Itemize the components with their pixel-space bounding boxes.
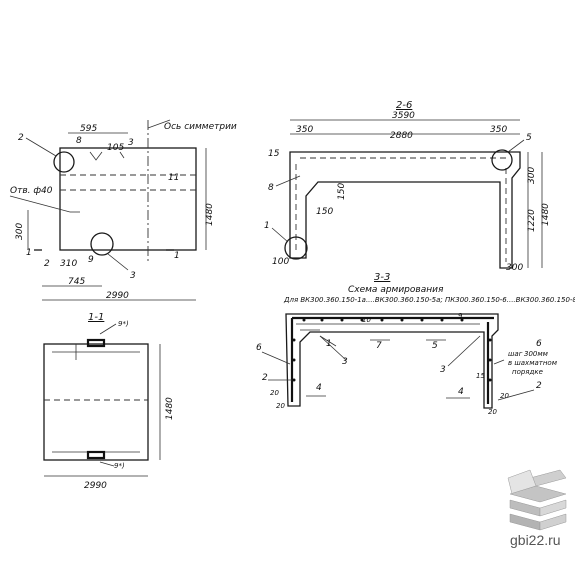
rebar-20c: 20 [276,402,285,410]
section-3-3-rebar: 3-3 Схема армирования Для ВК300.360.150-… [256,272,575,416]
dim-1220: 1220 [527,209,537,232]
dim-2b: 2 [44,259,50,269]
section-mark-1a: 1 [26,248,32,258]
dim-9sup-a: 9*) [118,320,129,328]
callout-5: 5 [526,133,532,143]
rebar-7: 7 [376,341,382,351]
site-brand[interactable]: gbi22.ru [510,532,561,548]
callout-8: 8 [268,183,274,193]
dim-1480a: 1480 [205,203,215,226]
dim-3590: 3590 [392,111,415,121]
rebar-15: 15 [476,372,485,380]
axis-symmetry-label: Ось симметрии [164,122,237,132]
detail-circle-1 [284,236,308,260]
scheme-title: Схема армирования [348,285,444,295]
dim-350b: 350 [490,125,507,135]
dim-300: 300 [15,223,25,240]
dim-9: 9 [88,255,94,265]
detail-circle-5 [491,149,513,171]
dim-350a: 350 [296,125,313,135]
dim-2880: 2880 [390,131,413,141]
dim-1480c: 1480 [165,397,175,420]
rebar-20a: 20 [270,389,279,397]
elevation-2-6: 2-6 3590 350 2880 350 5 15 8 150 150 1 1… [264,100,551,273]
dim-3a: 3 [128,138,134,148]
dim-300b: 300 [527,167,537,184]
rebar-10: 10 [362,316,371,324]
dim-150a: 150 [337,183,347,200]
scheme-subtitle: Для ВК300.360.150-1а....ВК300.360.150-5а… [283,296,575,304]
rebar-2b: 2 [536,381,542,391]
dim-300c: 300 [506,263,523,273]
plan-view: Ось симметрии 595 8 105 3 2 Отв. ф40 148… [9,119,237,301]
rebar-5: 5 [432,341,438,351]
dim-2990a: 2990 [106,291,129,301]
dim-9sup-b: 9*) [114,462,125,470]
hole-label: Отв. ф40 [10,186,53,196]
rebar-6: 6 [256,343,262,353]
section-1-1: 1-1 9*) 9*) 1480 2990 [43,312,175,491]
detail-circle-2 [53,151,75,173]
rebar-3a: 3 [342,357,348,367]
rebar-note-3: в шахматном [508,359,558,367]
detail-circle-3 [90,232,114,256]
dim-1480b: 1480 [541,203,551,226]
rebar-note-2: 300мм [524,350,549,358]
section-mark-1b: 1 [174,251,180,261]
dim-15a: 15 [268,149,280,159]
dim-745: 745 [68,277,85,287]
rebar-6b: 6 [536,339,542,349]
dim-150b: 150 [316,207,333,217]
rebar-2: 2 [262,373,268,383]
rebar-20b: 20 [500,392,509,400]
section-3-3-title: 3-3 [374,272,390,283]
rebar-9: 9 [458,312,463,320]
rebar-4b: 4 [458,387,464,397]
dim-11a: 11 [168,173,179,183]
rebar-20d: 20 [488,408,497,416]
cube-stack-logo [507,469,567,531]
section-1-1-title: 1-1 [88,312,104,323]
dim-595: 595 [80,124,97,134]
dim-105: 105 [107,143,124,153]
rebar-3b: 3 [440,365,446,375]
dim-310: 310 [60,259,77,269]
rebar-note-4: порядке [512,368,543,376]
callout-3: 3 [130,271,136,281]
dim-2990b: 2990 [84,481,107,491]
callout-1: 1 [264,221,270,231]
rebar-note-1: шаг [508,350,523,358]
section-2-6-title: 2-6 [396,100,412,111]
dim-100a: 100 [272,257,289,267]
dim-8: 8 [76,136,82,146]
rebar-4: 4 [316,383,322,393]
rebar-dots [292,318,492,382]
callout-2: 2 [18,133,24,143]
